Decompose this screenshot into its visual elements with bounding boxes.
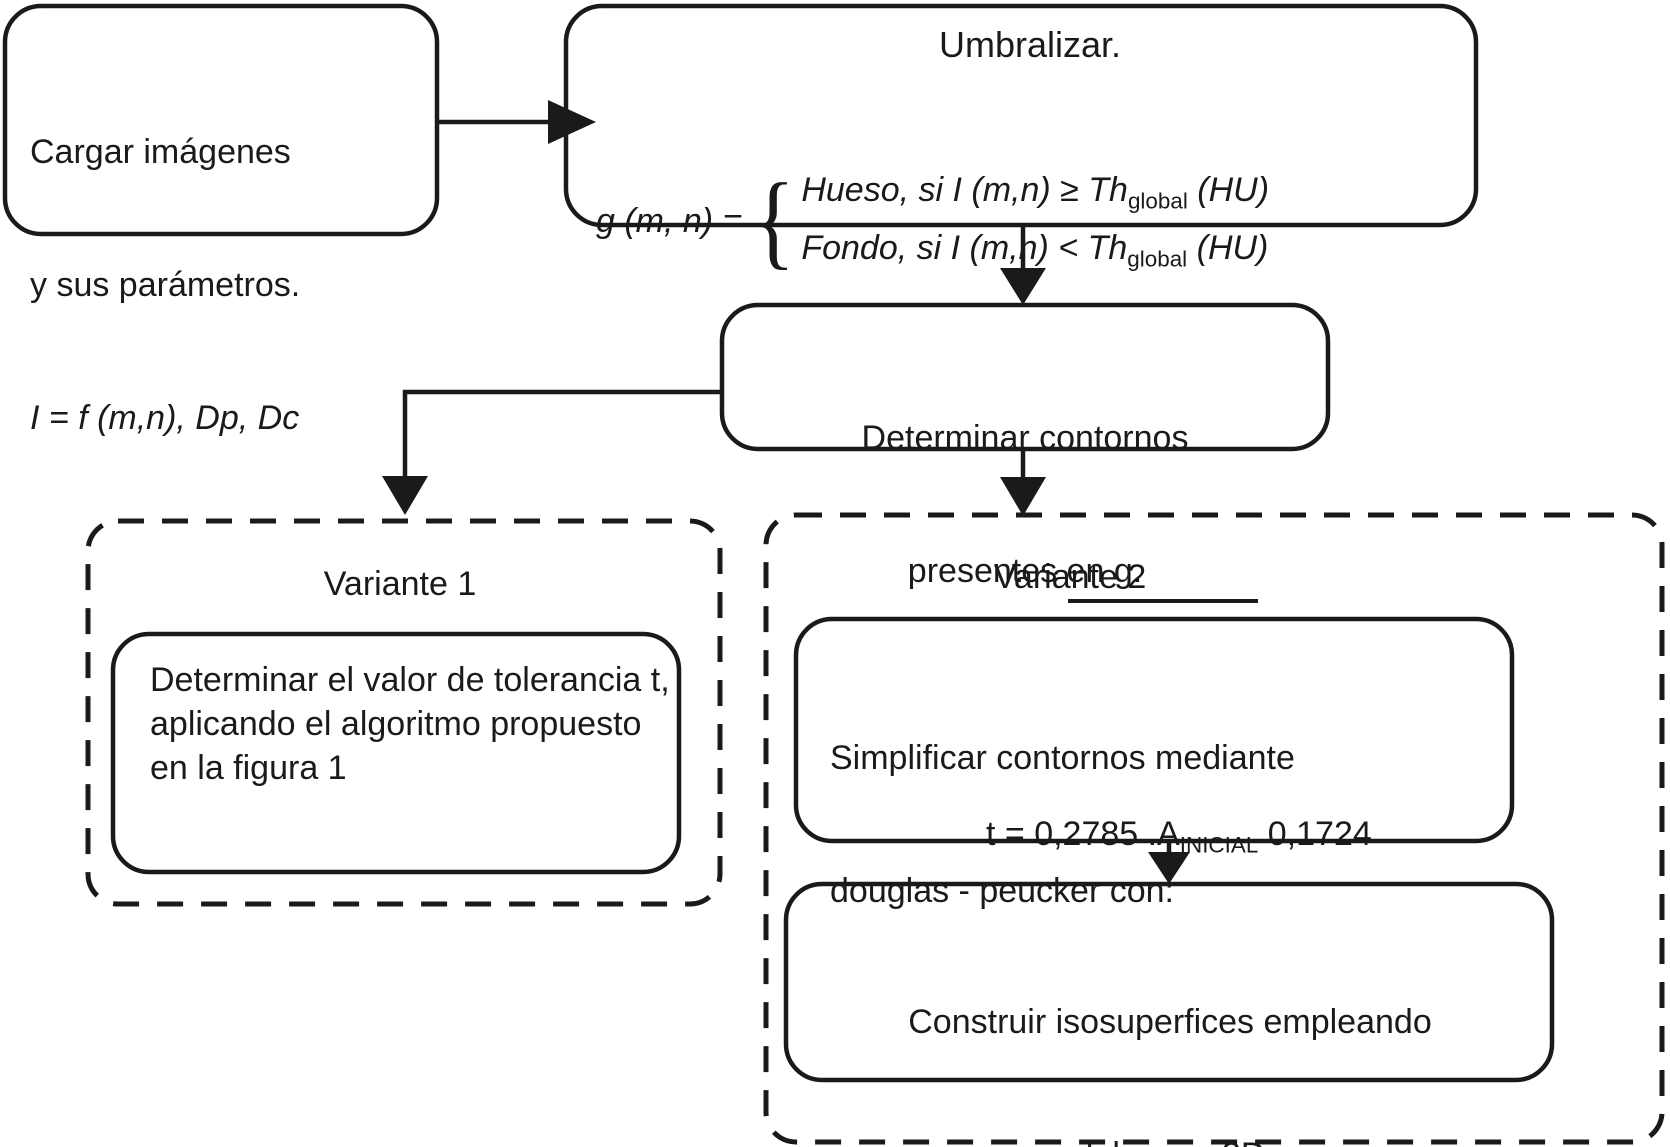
construir-isosuperfices-line-2: delaunay 3D bbox=[800, 1133, 1540, 1147]
cargar-imagenes-line-2: y sus parámetros. bbox=[30, 265, 301, 304]
determinar-contornos-line-1: Determinar contornos bbox=[861, 419, 1189, 458]
variante-2-label: Variante 2 bbox=[993, 558, 1147, 596]
construir-isosuperfices-text: Construir isosuperfices empleando delaun… bbox=[800, 912, 1540, 1147]
node-determinar-tolerancia[interactable] bbox=[110, 631, 682, 875]
simplificar-contornos-text: Simplificar contornos mediante douglas -… bbox=[830, 648, 1490, 1002]
cargar-imagenes-line-1: Cargar imágenes bbox=[30, 133, 291, 172]
connector-threshold-to-contours bbox=[1000, 225, 1046, 305]
construir-isosuperfices-line-1: Construir isosuperfices empleando bbox=[908, 1003, 1432, 1042]
simplificar-contornos-line-1: Simplificar contornos mediante bbox=[830, 739, 1295, 778]
simplificar-contornos-line-2: douglas - peucker con: bbox=[830, 871, 1174, 910]
determinar-tolerancia-text: Determinar el valor de tolerancia t, apl… bbox=[150, 661, 670, 788]
umbralizar-equation-lhs: g (m, n) = bbox=[596, 201, 743, 240]
determinar-contornos-text: Determinar contornos presentes en g. bbox=[740, 328, 1310, 682]
umbralizar-case-1: Hueso, si I (m,n) ≥ Thglobal (HU) bbox=[801, 171, 1270, 214]
cargar-imagenes-text: Cargar imágenes y sus parámetros. I = f … bbox=[30, 42, 420, 528]
variante-2-group bbox=[763, 512, 1665, 1145]
umbralizar-case-2: Fondo, si I (m,n) < Thglobal (HU) bbox=[801, 228, 1269, 272]
equation-brace-icon: { bbox=[752, 161, 796, 279]
simplificar-contornos-equation: t = 0,2785 .AINICIAL 0,1724 bbox=[830, 768, 1490, 904]
variante-1-label: Variante 1 bbox=[323, 565, 477, 603]
variante-1-group bbox=[85, 518, 723, 907]
connector-contours-to-variant2 bbox=[1000, 449, 1046, 516]
cargar-imagenes-line-3: I = f (m,n), Dp, Dc bbox=[30, 398, 300, 437]
connector-simplify-to-isosurface bbox=[1148, 841, 1190, 884]
equation-suffix: 0,1724 bbox=[1258, 815, 1372, 854]
node-simplificar-contornos[interactable] bbox=[793, 616, 1515, 844]
umbralizar-title: Umbralizar. bbox=[938, 24, 1122, 65]
equation-prefix: t = 0,2785 .A bbox=[986, 815, 1180, 854]
determinar-contornos-line-2: presentes en g. bbox=[907, 551, 1143, 590]
equation-subscript: INICIAL bbox=[1179, 832, 1259, 858]
umbralizar-equation: g (m, n) = { Hueso, si I (m,n) ≥ Thgloba… bbox=[596, 80, 1476, 362]
connector-load-to-threshold bbox=[437, 100, 596, 144]
connector-contours-to-variant1 bbox=[382, 389, 722, 515]
